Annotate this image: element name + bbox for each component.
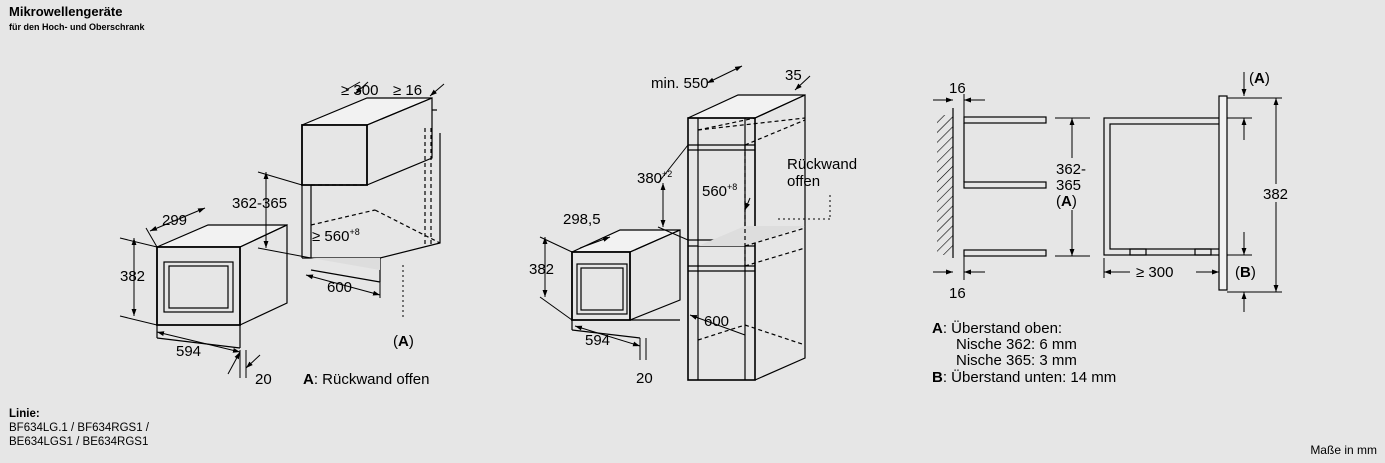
fig1-dim-front-depth: 20 bbox=[255, 371, 272, 388]
fig3-dim-total-height: 382 bbox=[1263, 186, 1288, 203]
dim-label-bg-2 bbox=[1053, 158, 1087, 210]
microwave-device-1 bbox=[156, 224, 288, 349]
fig2-dim-device-height: 382 bbox=[529, 261, 554, 278]
svg-text:Nische 362: 6 mm: Nische 362: 6 mm bbox=[956, 336, 1077, 353]
cabinet-1 bbox=[301, 97, 441, 318]
fig2-dim-niche-depth: 560+8 bbox=[702, 182, 737, 200]
fig3-label-a: (A) bbox=[1249, 70, 1270, 87]
page-title: Mikrowellengeräte bbox=[9, 4, 123, 19]
fig2-dim-inner-width: 600 bbox=[704, 313, 729, 330]
device-section bbox=[1103, 95, 1228, 291]
linie-models-2: BE634LGS1 / BE634RGS1 bbox=[9, 436, 149, 448]
dimension-lines-3 bbox=[933, 72, 1282, 312]
fig1-dim-niche-width: 600 bbox=[327, 279, 352, 296]
svg-text:Nische 365: 3 mm: Nische 365: 3 mm bbox=[956, 352, 1077, 369]
product-line-list: Linie: BF634LG.1 / BF634RGS1 / BE634LGS1… bbox=[9, 407, 149, 449]
cabinet-2 bbox=[687, 94, 831, 381]
fig3-dim-depth: ≥ 300 bbox=[1136, 264, 1173, 281]
fig1-dim-niche-depth: ≥ 560+8 bbox=[312, 227, 360, 245]
svg-text:A: Überstand oben:: A: Überstand oben: bbox=[932, 319, 1062, 337]
svg-text:B: Überstand unten: 14 mm: B: Überstand unten: 14 mm bbox=[932, 368, 1116, 386]
fig2-dim-depth-top: min. 550 bbox=[651, 75, 709, 92]
fig3-dim-panel-top: 16 bbox=[949, 80, 966, 97]
dimension-lines-2 bbox=[539, 65, 811, 360]
microwave-device-2 bbox=[571, 229, 681, 339]
dimension-lines-1 bbox=[119, 81, 445, 378]
figure-3-section-view bbox=[933, 72, 1282, 312]
fig2-dim-device-width: 594 bbox=[585, 332, 610, 349]
fig2-label-back-2: offen bbox=[787, 173, 820, 190]
page-subtitle: für den Hoch- und Oberschrank bbox=[9, 22, 145, 32]
units-note: Maße in mm bbox=[1310, 443, 1377, 457]
legend-3: A: Überstand oben: Nische 362: 6 mm Nisc… bbox=[932, 319, 1116, 386]
side-view-panels bbox=[963, 116, 1047, 257]
fig2-label-back-1: Rückwand bbox=[787, 156, 857, 173]
fig1-dim-panel: ≥ 16 bbox=[393, 82, 422, 99]
wall-hatch bbox=[937, 108, 954, 258]
fig3-dim-niche-1: 362- bbox=[1056, 161, 1086, 178]
fig1-dim-depth-top: ≥ 300 bbox=[341, 82, 378, 99]
figure-2-tall-cabinet bbox=[539, 65, 831, 381]
fig1-dim-device-depth: 299 bbox=[162, 212, 187, 229]
fig3-label-b: (B) bbox=[1235, 264, 1256, 281]
fig1-dim-niche-height: 362-365 bbox=[232, 195, 287, 212]
fig1-legend: A: Rückwand offen bbox=[303, 371, 429, 388]
fig3-dim-niche-2: 365 bbox=[1056, 177, 1081, 194]
fig3-dim-panel-bottom: 16 bbox=[949, 285, 966, 302]
linie-label: Linie: bbox=[9, 408, 40, 420]
fig2-dim-panel: 35 bbox=[785, 67, 802, 84]
fig1-label-a: (A) bbox=[393, 333, 414, 350]
fig2-dim-device-depth: 298,5 bbox=[563, 211, 601, 228]
fig1-dim-device-height: 382 bbox=[120, 268, 145, 285]
fig2-dim-front-depth: 20 bbox=[636, 370, 653, 387]
linie-models-1: BF634LG.1 / BF634RGS1 / bbox=[9, 422, 149, 434]
dim-label-bg-3 bbox=[1261, 184, 1289, 202]
fig1-dim-device-width: 594 bbox=[176, 343, 201, 360]
fig3-dim-niche-3: (A) bbox=[1056, 193, 1077, 210]
dim-label-bg bbox=[1130, 264, 1196, 280]
figure-1-upper-cabinet bbox=[119, 81, 445, 378]
fig2-dim-niche-height: 380+2 bbox=[637, 169, 672, 187]
